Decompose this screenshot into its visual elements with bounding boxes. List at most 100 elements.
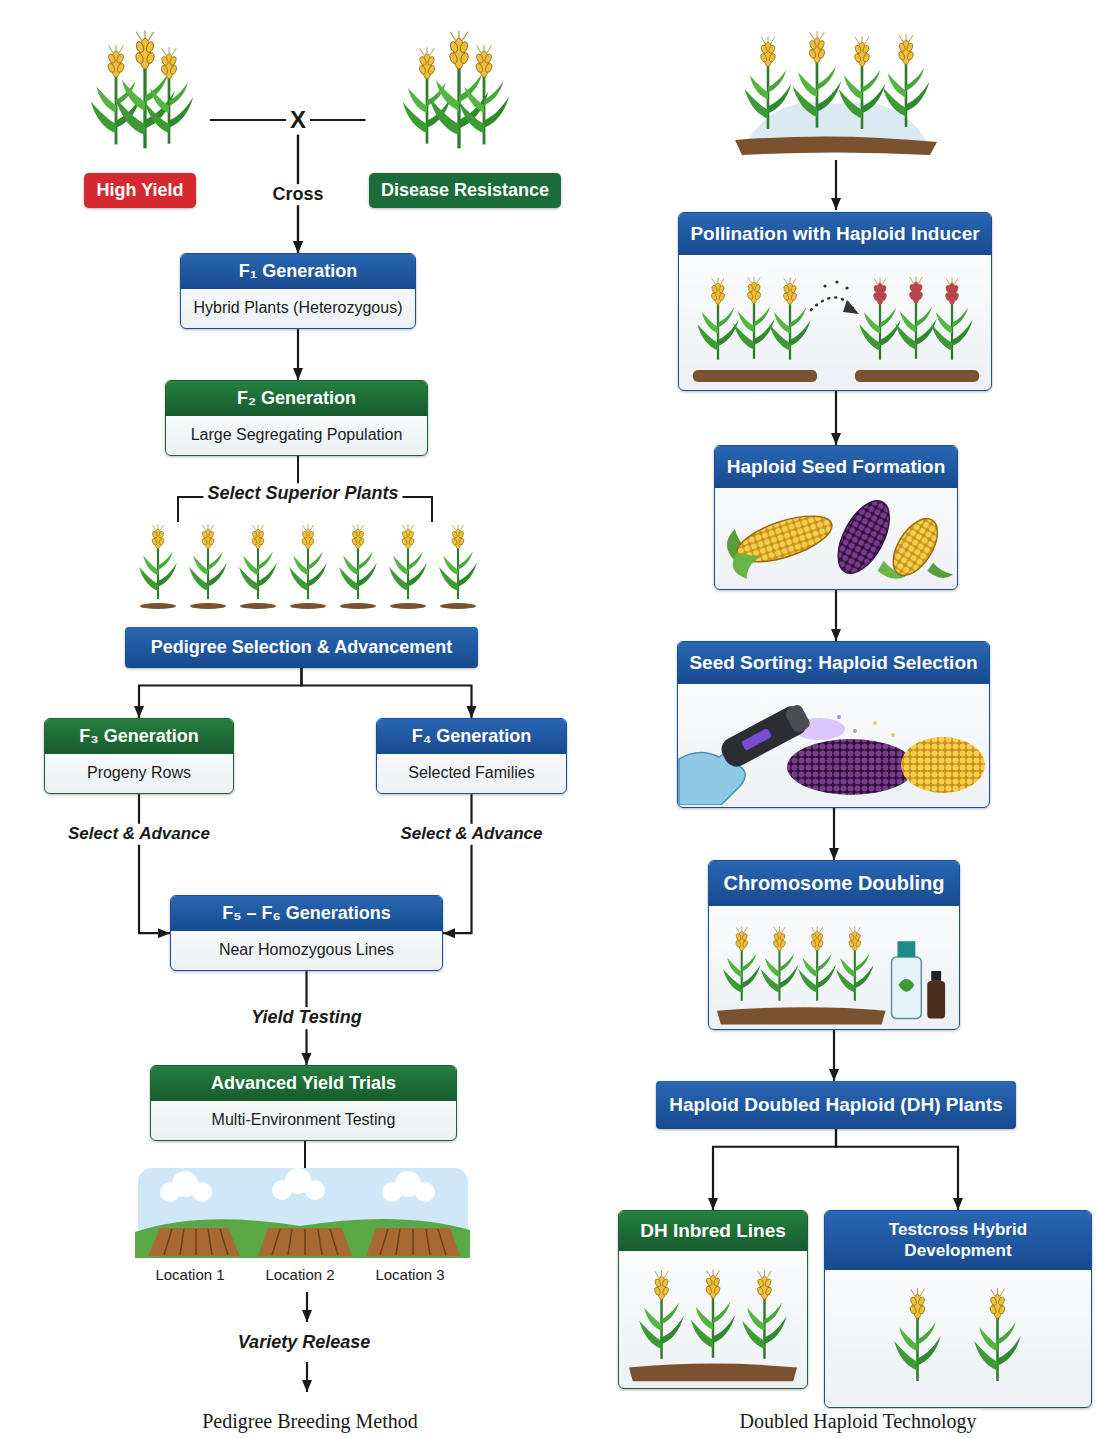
pollination-illustration xyxy=(679,258,991,388)
body-text: Selected Families xyxy=(408,763,534,784)
header-text: Pollination with Haploid Inducer xyxy=(690,222,979,246)
corn-cob-illustration xyxy=(715,491,957,587)
pollination-illustration-part xyxy=(843,300,859,314)
edge-label: Select & Advance xyxy=(64,824,214,844)
trial-box: Advanced Yield TrialsMulti-Environment T… xyxy=(150,1065,457,1141)
corn-cob-illustration-part xyxy=(927,563,953,578)
parent-tag: High Yield xyxy=(70,22,210,208)
selected-plants-part xyxy=(140,603,176,609)
body-text: Large Segregating Population xyxy=(191,425,403,446)
body-row: Near Homozygous Lines xyxy=(179,940,434,961)
plant-illustration xyxy=(70,22,210,167)
edge-label: Select & Advance xyxy=(396,824,546,844)
chromosome-doubling-illustration-part xyxy=(898,979,914,992)
source-plants-part xyxy=(835,160,837,210)
tag-text: Disease Resistance xyxy=(381,179,549,202)
source-plants-part xyxy=(745,36,792,129)
selected-plants-part xyxy=(240,603,276,609)
edge-label: Yield Testing xyxy=(247,1007,366,1029)
edge-label: Cross xyxy=(268,184,327,206)
pollination-illustration-part xyxy=(697,277,738,359)
trial-fields-part xyxy=(366,1228,460,1256)
card-body: Large Segregating Population xyxy=(166,416,427,456)
process-bar: Haploid Doubled Haploid (DH) Plants xyxy=(656,1081,1016,1129)
chromosome-doubling-illustration-part xyxy=(927,981,945,1019)
card-body xyxy=(679,255,991,390)
body-text: Near Homozygous Lines xyxy=(219,940,394,961)
selected-plants-part xyxy=(239,524,277,599)
trial-fields-part xyxy=(415,1182,435,1202)
chromosome-doubling-illustration-part xyxy=(931,971,941,981)
corn-cob-illustration-part xyxy=(733,553,761,579)
card-header: F₅ – F₆ Generations xyxy=(171,896,442,931)
header-text: F₄ Generation xyxy=(412,725,532,748)
trait-tag: Disease Resistance xyxy=(369,173,561,208)
flow-arrow xyxy=(443,794,472,933)
body-row: Multi-Environment Testing xyxy=(159,1110,448,1131)
card-body xyxy=(825,1270,1091,1407)
chromosome-doubling-illustration-part xyxy=(892,957,922,1019)
process-bar: Pedigree Selection & Advancement xyxy=(125,627,478,668)
plant-illustration-part xyxy=(459,45,509,145)
output-card: DH Inbred Lines xyxy=(618,1210,808,1389)
generation-box: F₁ GenerationHybrid Plants (Heterozygous… xyxy=(180,253,416,329)
pollination-illustration-part xyxy=(693,370,817,382)
generation-box: F₄ GenerationSelected Families xyxy=(376,718,567,794)
inbred-plants-illustration-part xyxy=(639,1270,684,1358)
trial-fields-part xyxy=(148,1228,240,1256)
trial-fields-part-part xyxy=(380,1229,446,1255)
card-body: Multi-Environment Testing xyxy=(151,1101,456,1141)
hybrid-plants-illustration-part xyxy=(974,1288,1021,1381)
card-body xyxy=(715,488,957,589)
card-header: Chromosome Doubling xyxy=(709,861,959,906)
selected-plants-part xyxy=(289,524,327,599)
trial-fields xyxy=(135,1140,470,1258)
pollination-illustration-part xyxy=(733,276,774,358)
seed-sorting-illustration-part xyxy=(891,733,895,737)
location-label: Location 3 xyxy=(371,1266,448,1284)
seed-sorting-illustration-part xyxy=(901,737,985,793)
header-text: Haploid Seed Formation xyxy=(727,455,946,479)
pollination-illustration-part xyxy=(859,277,900,359)
inbred-plants-illustration-part xyxy=(629,1363,797,1381)
source-plants-part xyxy=(793,31,842,127)
inbred-plants-illustration-part xyxy=(742,1270,787,1358)
chromosome-doubling-illustration-part xyxy=(897,941,915,957)
generation-box: F₂ GenerationLarge Segregating Populatio… xyxy=(165,380,428,456)
parent-tag: Disease Resistance xyxy=(366,22,565,208)
card-header: Seed Sorting: Haploid Selection xyxy=(678,642,989,684)
hybrid-plants-illustration-part xyxy=(894,1288,941,1381)
selected-plants-part xyxy=(389,524,427,599)
seed-sorting-illustration-part-part xyxy=(741,728,772,751)
flow-arrow xyxy=(139,668,302,719)
header-text: Seed Sorting: Haploid Selection xyxy=(689,651,977,675)
flow-arrow xyxy=(139,794,170,933)
card-header: DH Inbred Lines xyxy=(619,1211,807,1251)
header-text: F₂ Generation xyxy=(237,387,356,410)
flow-arrow xyxy=(833,1030,835,1081)
seed-sorting-illustration-part xyxy=(873,721,877,725)
card-header: F₄ Generation xyxy=(377,719,566,754)
inbred-plants-illustration-part xyxy=(691,1269,736,1357)
trial-fields-part-part xyxy=(164,1229,228,1255)
process-card: Chromosome Doubling xyxy=(708,860,960,1030)
tag-text: High Yield xyxy=(96,179,183,202)
header-text: Chromosome Doubling xyxy=(723,871,944,896)
release-arrows-part xyxy=(306,1362,308,1392)
chromosome-doubling-illustration xyxy=(709,909,959,1027)
body-text: Multi-Environment Testing xyxy=(212,1110,396,1131)
pollination-illustration-part xyxy=(823,284,826,287)
release-arrows-part xyxy=(306,1292,308,1322)
seed-sorting-illustration-part-part xyxy=(717,702,811,771)
seed-sorting-illustration-part-part xyxy=(784,703,812,734)
card-header: Pollination with Haploid Inducer xyxy=(679,213,991,255)
flow-arrow xyxy=(836,1129,958,1210)
selected-plants-part xyxy=(139,524,177,599)
process-card: Seed Sorting: Haploid Selection xyxy=(677,641,990,808)
header-text: Testcross Hybrid Development xyxy=(833,1219,1083,1262)
panel-caption: Doubled Haploid Technology xyxy=(735,1409,980,1433)
card-body xyxy=(619,1251,807,1388)
selected-plants-part xyxy=(390,603,426,609)
trial-fields-part xyxy=(258,1228,352,1256)
seed-sorting-illustration-part xyxy=(717,701,812,771)
